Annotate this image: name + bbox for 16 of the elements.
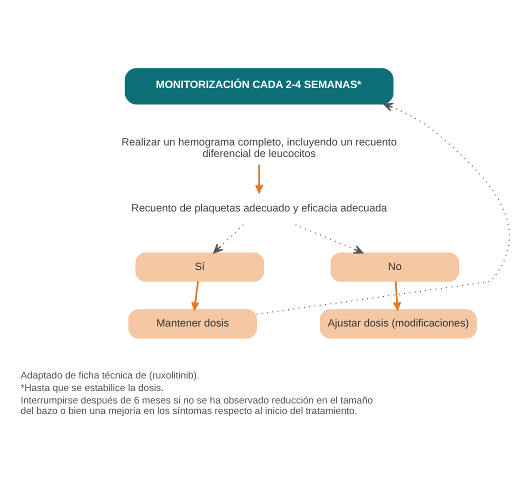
arrow bbox=[213, 224, 244, 254]
node-text: Realizar un hemograma completo, incluyendo un recuento diferencial de leucocitos bbox=[122, 136, 397, 160]
label: Interrumpirse después de 6 meses si no se ha observado reducción en el tamaño del bazo o bien una mejoría en los síntomas respecto al inicio del tratamiento. bbox=[20, 396, 373, 418]
node-box: Mantener dosis bbox=[128, 309, 257, 339]
arrow bbox=[255, 164, 264, 194]
arrow bbox=[191, 281, 200, 310]
label: *Hasta que se estabilice la dosis. bbox=[20, 383, 164, 394]
arrow bbox=[295, 224, 364, 254]
node-box: MONITORIZACIÓN CADA 2-4 SEMANAS* bbox=[124, 68, 394, 104]
node-box: Sí bbox=[135, 252, 264, 282]
label: Adaptado de ficha técnica de (ruxolitinib). bbox=[20, 370, 200, 382]
arrow bbox=[392, 281, 402, 310]
arrow bbox=[256, 102, 510, 315]
node-text: Recuento de plaquetas adecuado y eficacia adecuada bbox=[131, 202, 388, 214]
node-box: Ajustar dosis (modificaciones) bbox=[320, 309, 477, 339]
node-box: No bbox=[330, 252, 460, 282]
